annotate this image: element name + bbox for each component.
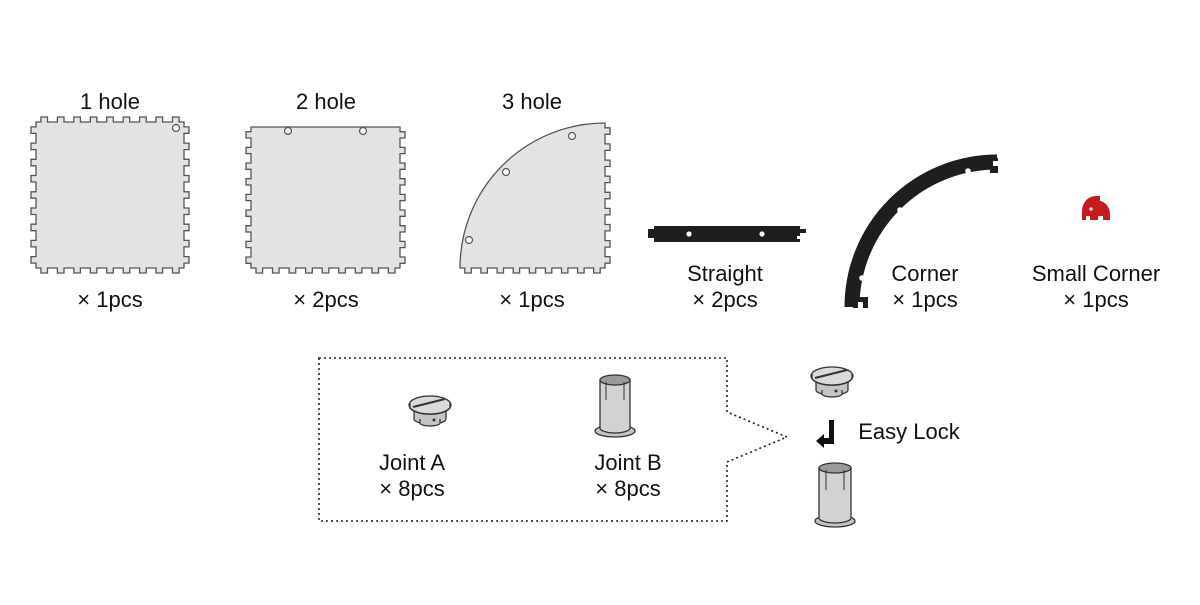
part-title: 3 hole [502, 89, 562, 114]
callout-box [318, 357, 790, 522]
part-title: Small Corner [1031, 261, 1161, 286]
part-quantity: × 1pcs [892, 287, 958, 312]
corner-rail-icon [844, 154, 998, 308]
tile-1-hole-icon [30, 116, 190, 274]
joint-quantity: × 8pcs [595, 476, 661, 501]
straight-rail-icon [648, 226, 806, 242]
part-title: 2 hole [296, 89, 356, 114]
arrow-down-icon [816, 420, 834, 448]
tile-3-hole-icon [459, 122, 611, 274]
joint-b-icon [594, 374, 636, 438]
joint-a-icon [408, 395, 452, 427]
easy-lock-label: Easy Lock [858, 419, 960, 444]
part-title: 1 hole [80, 89, 140, 114]
tile-2-hole-icon [245, 126, 406, 274]
joint-b-icon [814, 462, 856, 528]
small-corner-icon [1082, 196, 1110, 220]
part-title: Corner [891, 261, 959, 286]
part-quantity: × 1pcs [1063, 287, 1129, 312]
joint-a-icon [810, 366, 854, 398]
part-quantity: × 1pcs [499, 287, 565, 312]
part-title: Straight [687, 261, 763, 286]
joint-title: Joint A [378, 450, 446, 475]
part-quantity: × 2pcs [692, 287, 758, 312]
part-quantity: × 1pcs [77, 287, 143, 312]
joint-title: Joint B [594, 450, 662, 475]
part-quantity: × 2pcs [293, 287, 359, 312]
joint-quantity: × 8pcs [379, 476, 445, 501]
